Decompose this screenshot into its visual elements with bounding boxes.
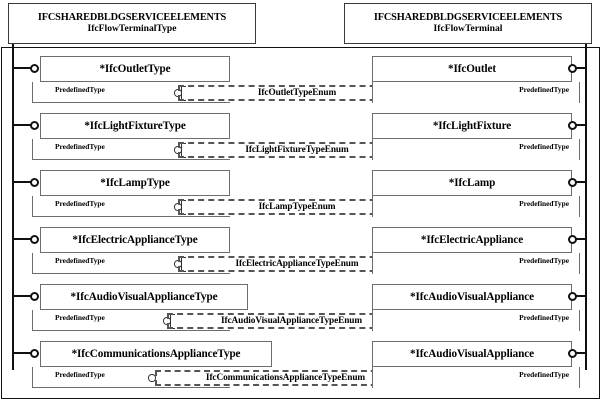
row-4-left-connector-circle: [30, 234, 39, 244]
row-3-right-attribute-row: PredefinedType: [372, 196, 580, 217]
row-3-left-attribute-row: PredefinedType: [32, 196, 230, 217]
row-6-right-attribute-label: PredefinedType: [519, 370, 569, 379]
row-1-right-stub: [572, 67, 587, 70]
left-supertype-spine: [12, 44, 15, 370]
row-5-enum-label: IfcAudioVisualApplianceTypeEnum: [217, 316, 366, 326]
row-5-left-entity-name: *IfcAudioVisualApplianceType: [70, 291, 218, 303]
row-2-right-entity-header: *IfcLightFixture: [372, 113, 572, 139]
row-3-left-stub: [12, 181, 36, 184]
row-2-right-entity-name: *IfcLightFixture: [432, 120, 512, 132]
row-5-left-attribute-row: PredefinedType: [32, 310, 230, 331]
row-6-right-attribute-row: PredefinedType: [372, 367, 580, 388]
row-4-left-entity-header: *IfcElectricApplianceType: [40, 227, 230, 253]
row-3-left-entity-header: *IfcLampType: [40, 170, 230, 196]
row-6-right-entity-name: *IfcAudioVisualAppliance: [410, 348, 534, 360]
row-5-left-stub: [12, 295, 36, 298]
row-1-right-attribute-label: PredefinedType: [519, 85, 569, 94]
row-6-right-stub: [572, 352, 587, 355]
row-6-left-stub: [12, 352, 36, 355]
row-3-right-entity-name: *IfcLamp: [448, 177, 496, 189]
row-2-left-entity-header: *IfcLightFixtureType: [40, 113, 230, 139]
row-3-left-connector-circle: [30, 177, 39, 187]
row-2-right-stub: [572, 124, 587, 127]
row-4-left-attribute-label: PredefinedType: [55, 256, 105, 265]
row-1-left-attribute-label: PredefinedType: [55, 85, 105, 94]
row-3-left-entity-name: *IfcLampType: [100, 177, 170, 189]
row-1-right-entity-name: *IfcOutlet: [447, 63, 497, 75]
row-4-right-entity-name: *IfcElectricAppliance: [420, 234, 524, 246]
row-3-right-entity-header: *IfcLamp: [372, 170, 572, 196]
row-2-right-entity: *IfcLightFixture PredefinedType: [372, 113, 580, 160]
row-2-left-connector-circle: [30, 120, 39, 130]
row-3-enum-label: IfcLampTypeEnum: [255, 202, 339, 212]
diagram-frame: [0, 47, 600, 399]
row-2-left-attribute-row: PredefinedType: [32, 139, 230, 160]
left-schema-entity: IfcFlowTerminalType: [87, 22, 177, 34]
row-1-left-entity: *IfcOutletType PredefinedType: [32, 56, 230, 103]
row-6-left-connector-circle: [30, 348, 39, 358]
row-3-right-stub: [572, 181, 587, 184]
row-4-right-entity: *IfcElectricAppliance PredefinedType: [372, 227, 580, 274]
row-5-right-entity: *IfcAudioVisualAppliance PredefinedType: [372, 284, 580, 331]
row-4-right-entity-header: *IfcElectricAppliance: [372, 227, 572, 253]
row-4-right-attribute-label: PredefinedType: [519, 256, 569, 265]
row-6-right-entity-header: *IfcAudioVisualAppliance: [372, 341, 572, 367]
row-4-right-stub: [572, 238, 587, 241]
row-2-left-entity-name: *IfcLightFixtureType: [84, 120, 186, 132]
row-2-right-attribute-row: PredefinedType: [372, 139, 580, 160]
right-schema-name: IFCSHAREDBLDGSERVICEELEMENTS: [373, 12, 563, 24]
right-schema-box: IFCSHAREDBLDGSERVICEELEMENTS IfcFlowTerm…: [344, 3, 592, 44]
row-3-left-entity: *IfcLampType PredefinedType: [32, 170, 230, 217]
row-1-left-entity-name: *IfcOutletType: [99, 63, 171, 75]
row-5-left-entity: *IfcAudioVisualApplianceType PredefinedT…: [32, 284, 248, 331]
row-1-right-entity-header: *IfcOutlet: [372, 56, 572, 82]
row-4-enum-label: IfcElectricApplianceTypeEnum: [232, 259, 362, 269]
left-schema-name: IFCSHAREDBLDGSERVICEELEMENTS: [37, 12, 227, 24]
row-4-left-entity-name: *IfcElectricApplianceType: [72, 234, 198, 246]
row-3-right-connector-circle: [568, 177, 577, 187]
row-6-enum-label: IfcCommunicationsApplianceTypeEnum: [202, 373, 369, 383]
row-1-right-entity: *IfcOutlet PredefinedType: [372, 56, 580, 103]
row-5-left-attribute-label: PredefinedType: [55, 313, 105, 322]
row-5-right-entity-name: *IfcAudioVisualAppliance: [410, 291, 534, 303]
row-6-left-attribute-label: PredefinedType: [55, 370, 105, 379]
left-schema-box: IFCSHAREDBLDGSERVICEELEMENTS IfcFlowTerm…: [8, 3, 256, 44]
row-2-enum-label: IfcLightFixtureTypeEnum: [242, 145, 352, 155]
right-schema-entity: IfcFlowTerminal: [433, 22, 503, 34]
row-5-right-stub: [572, 295, 587, 298]
row-3-right-attribute-label: PredefinedType: [519, 199, 569, 208]
row-4-left-entity: *IfcElectricApplianceType PredefinedType: [32, 227, 230, 274]
row-6-left-attribute-row: PredefinedType: [32, 367, 230, 388]
row-1-left-connector-circle: [30, 63, 39, 73]
row-5-right-attribute-row: PredefinedType: [372, 310, 580, 331]
row-2-right-attribute-label: PredefinedType: [519, 142, 569, 151]
row-6-left-entity-header: *IfcCommunicationsApplianceType: [40, 341, 272, 367]
row-1-left-stub: [12, 67, 36, 70]
row-5-left-entity-header: *IfcAudioVisualApplianceType: [40, 284, 248, 310]
right-supertype-spine: [585, 44, 588, 370]
row-4-left-attribute-row: PredefinedType: [32, 253, 230, 274]
row-5-right-entity-header: *IfcAudioVisualAppliance: [372, 284, 572, 310]
row-5-left-connector-circle: [30, 291, 39, 301]
row-1-left-attribute-row: PredefinedType: [32, 82, 230, 103]
row-2-left-entity: *IfcLightFixtureType PredefinedType: [32, 113, 230, 160]
row-2-left-stub: [12, 124, 36, 127]
row-6-left-entity-name: *IfcCommunicationsApplianceType: [71, 348, 241, 360]
row-5-right-connector-circle: [568, 291, 577, 301]
row-1-left-entity-header: *IfcOutletType: [40, 56, 230, 82]
row-2-right-connector-circle: [568, 120, 577, 130]
row-3-right-entity: *IfcLamp PredefinedType: [372, 170, 580, 217]
row-4-left-stub: [12, 238, 36, 241]
row-6-right-connector-circle: [568, 348, 577, 358]
row-5-right-attribute-label: PredefinedType: [519, 313, 569, 322]
row-4-right-connector-circle: [568, 234, 577, 244]
row-6-right-entity: *IfcAudioVisualAppliance PredefinedType: [372, 341, 580, 388]
row-3-left-attribute-label: PredefinedType: [55, 199, 105, 208]
row-2-left-attribute-label: PredefinedType: [55, 142, 105, 151]
row-1-right-attribute-row: PredefinedType: [372, 82, 580, 103]
row-1-right-connector-circle: [568, 63, 577, 73]
row-4-right-attribute-row: PredefinedType: [372, 253, 580, 274]
row-1-enum-label: IfcOutletTypeEnum: [254, 88, 340, 98]
